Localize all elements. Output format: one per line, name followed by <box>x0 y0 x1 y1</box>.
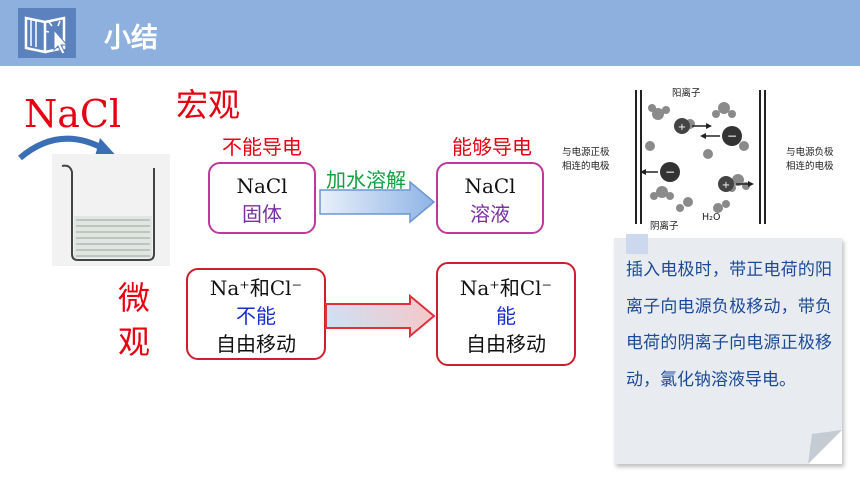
box-ions-solution: Na⁺和Cl⁻ 能 自由移动 <box>436 262 576 366</box>
svg-text:+: + <box>678 122 686 133</box>
transition-arrow-icon <box>325 294 436 338</box>
ions-solution-text: Na⁺和Cl⁻ <box>459 276 553 300</box>
right-electrode-label-2: 相连的电极 <box>786 161 834 172</box>
note-text: 插入电极时，带正电荷的阳离子向电源负极移动，带负电荷的阴离子向电源正极移动，氯化… <box>626 260 832 390</box>
water-label: H₂O <box>702 212 721 223</box>
ions-solid-can: 不能 <box>236 304 276 328</box>
beaker-icon <box>52 154 170 266</box>
solution-formula: NaCl <box>464 174 516 198</box>
page-title: 小结 <box>104 23 158 54</box>
note-tab <box>626 234 648 254</box>
nacl-label: NaCl <box>24 92 122 136</box>
caption-conductive: 能够导电 <box>452 135 532 159</box>
solid-formula: NaCl <box>236 174 288 198</box>
svg-text:−: − <box>727 129 737 143</box>
ions-solid-move: 自由移动 <box>216 332 296 356</box>
title-bar: 小结 <box>0 0 860 66</box>
electrolysis-diagram: + − − + <box>635 90 766 224</box>
svg-text:−: − <box>665 165 675 179</box>
book-cursor-icon <box>18 8 76 58</box>
ions-solution-move: 自由移动 <box>466 332 546 356</box>
page-curl-icon <box>808 430 842 464</box>
left-electrode-label-1: 与电源正极 <box>562 147 610 158</box>
macro-label: 宏观 <box>176 86 241 124</box>
summary-note: 插入电极时，带正电荷的阳离子向电源负极移动，带负电荷的阴离子向电源正极移动，氯化… <box>614 234 842 464</box>
solution-state: 溶液 <box>470 202 510 226</box>
micro-label-2: 观 <box>118 323 151 361</box>
left-electrode-label-2: 相连的电极 <box>562 161 610 172</box>
dissolve-arrow-icon <box>319 180 436 224</box>
anion-label: 阴离子 <box>650 221 679 232</box>
ions-solid-text: Na⁺和Cl⁻ <box>209 276 303 300</box>
micro-label-1: 微 <box>118 279 151 317</box>
caption-nonconductive: 不能导电 <box>222 135 302 159</box>
caption-dissolve: 加水溶解 <box>326 168 406 192</box>
ions-solution-can: 能 <box>496 304 516 328</box>
box-nacl-solution: NaCl 溶液 <box>436 162 544 234</box>
box-solid-nacl: NaCl 固体 <box>208 162 316 234</box>
box-ions-solid: Na⁺和Cl⁻ 不能 自由移动 <box>186 268 326 360</box>
cation-label: 阳离子 <box>672 88 701 99</box>
svg-text:+: + <box>722 180 730 191</box>
solid-state: 固体 <box>242 202 282 226</box>
right-electrode-label-1: 与电源负极 <box>786 147 834 158</box>
